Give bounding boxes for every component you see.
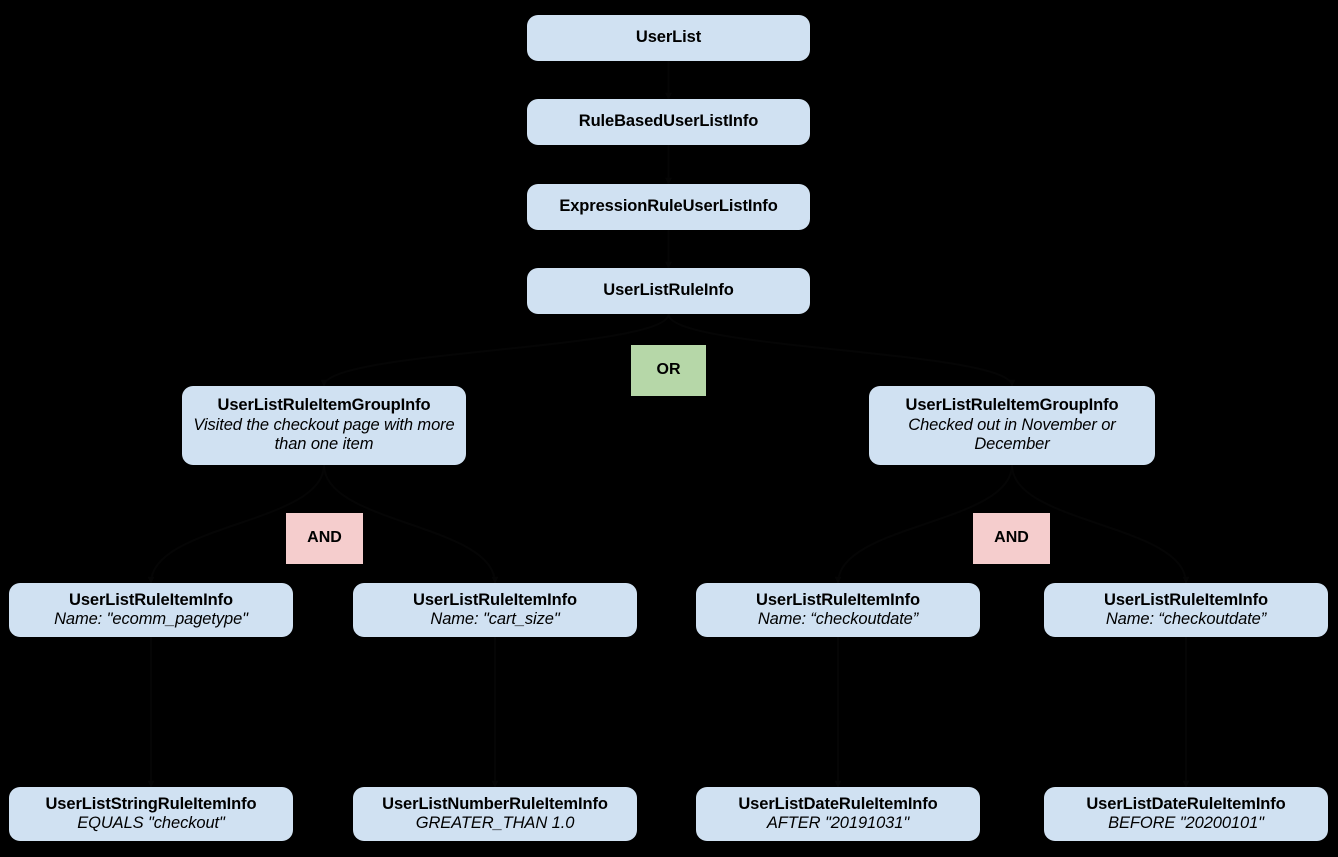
node-userlistruleinfo[interactable]: UserListRuleInfo (527, 268, 810, 314)
node-expressionruleuserlistinfo[interactable]: ExpressionRuleUserListInfo (527, 184, 810, 230)
edge-userlistruleinfo-to-group-left (320, 313, 670, 387)
node-userlist[interactable]: UserList (527, 15, 810, 61)
node-title: UserListRuleItemInfo (69, 590, 233, 609)
node-subtitle: Visited the checkout page with more than… (193, 415, 455, 454)
node-title: UserListRuleItemGroupInfo (905, 396, 1119, 415)
node-subtitle: GREATER_THAN 1.0 (415, 814, 575, 832)
node-subtitle: EQUALS "checkout" (77, 814, 225, 832)
node-title: UserListStringRuleItemInfo (45, 794, 257, 813)
node-op-and-left[interactable]: AND (286, 513, 363, 564)
node-title: UserListRuleItemInfo (413, 590, 577, 609)
node-op-and-right[interactable]: AND (973, 513, 1050, 564)
node-title: UserListRuleItemInfo (1104, 590, 1268, 609)
node-title: UserListRuleItemInfo (756, 590, 920, 609)
node-title: ExpressionRuleUserListInfo (559, 197, 778, 216)
node-subtitle: Checked out in November or December (908, 415, 1116, 454)
node-rulebaseduserlistinfo[interactable]: RuleBasedUserListInfo (527, 99, 810, 145)
node-subtitle: Name: "cart_size" (430, 610, 560, 628)
node-title: UserListRuleInfo (603, 281, 734, 300)
node-subtitle: BEFORE "20200101" (1108, 814, 1264, 832)
node-title: UserListRuleItemGroupInfo (217, 396, 431, 415)
node-title: UserList (635, 28, 702, 47)
node-title: RuleBasedUserListInfo (578, 112, 759, 131)
node-title: UserListNumberRuleItemInfo (382, 794, 608, 813)
node-subtitle: Name: "ecomm_pagetype" (54, 610, 248, 628)
node-subtitle: Name: “checkoutdate” (1105, 610, 1267, 628)
operator-label: OR (656, 361, 681, 379)
node-title: UserListDateRuleItemInfo (1086, 794, 1286, 813)
node-subtitle: Name: “checkoutdate” (757, 610, 919, 628)
operator-label: AND (994, 529, 1029, 547)
edge-userlistruleinfo-to-group-right (667, 313, 1016, 387)
operator-label: AND (307, 529, 342, 547)
node-op-or[interactable]: OR (631, 345, 706, 396)
node-title: UserListDateRuleItemInfo (738, 794, 938, 813)
node-subtitle: AFTER "20191031" (766, 814, 910, 832)
